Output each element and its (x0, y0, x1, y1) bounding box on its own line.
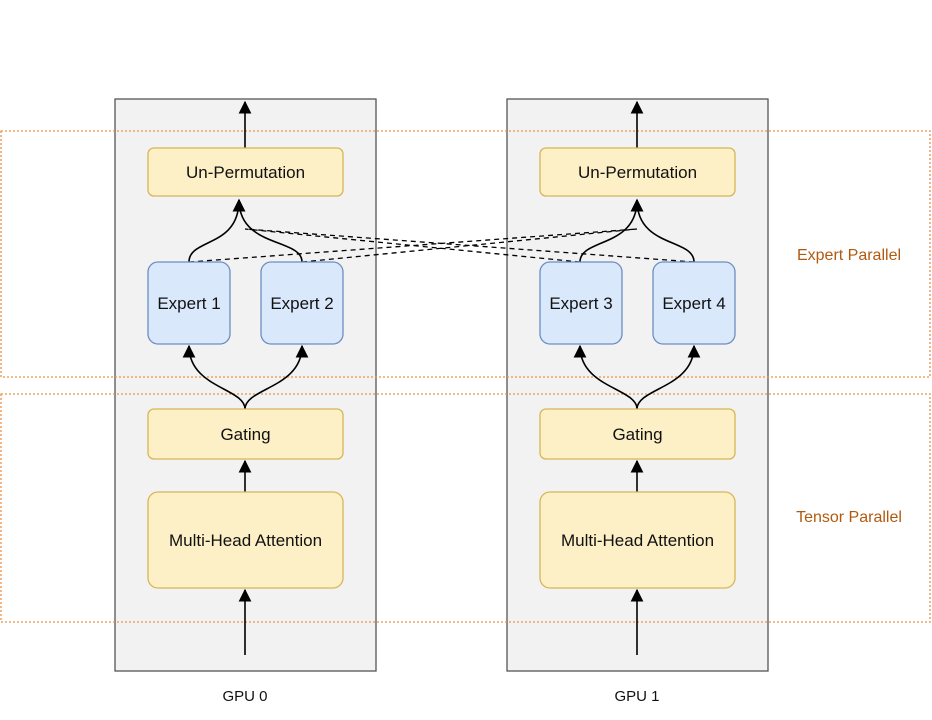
expert-parallel-label: Expert Parallel (797, 247, 901, 264)
gpu-0-attention-label: Multi-Head Attention (169, 531, 322, 550)
gpu-0-gating-to-expert-1-arrow (182, 344, 246, 410)
gpu-1-unpermutation-box: Un-Permutation (539, 147, 736, 197)
gpu-0-gating-box: Gating (147, 408, 344, 460)
gpu-1-gating-label: Gating (612, 425, 662, 444)
gpu-0-expert-1-to-unperm-arrow (188, 198, 246, 263)
cross-expert-1-to-gpu-1-line (188, 228, 638, 263)
cross-expert-3-to-gpu-0-line (244, 228, 581, 263)
gpu-1-unpermutation-label: Un-Permutation (578, 163, 697, 182)
gpu-0-label: GPU 0 (222, 688, 267, 705)
expert-parallel-region (0, 130, 931, 378)
gpu-1-gating-to-expert-3-arrow (573, 344, 638, 410)
gpu-1-expert-4-label: Expert 4 (662, 294, 725, 313)
gpu-1-expert-4-to-unperm-arrow (630, 198, 695, 263)
cross-expert-2-to-gpu-1-line (301, 228, 638, 263)
cross-expert-4-to-gpu-0-line (244, 228, 695, 263)
gpu-1-attention-label: Multi-Head Attention (561, 531, 714, 550)
gpu-0-expert-2-to-unperm-arrow (232, 198, 303, 263)
gpu-0-expert-2-label: Expert 2 (270, 294, 333, 313)
gpu-1-expert-4-box: Expert 4 (652, 261, 736, 345)
gpu-0-attention-box: Multi-Head Attention (147, 491, 344, 589)
gpu-0-gating-to-expert-2-arrow (244, 344, 309, 410)
gpu-0-expert-1-label: Expert 1 (157, 294, 220, 313)
gpu-0-gating-label: Gating (220, 425, 270, 444)
tensor-parallel-label: Tensor Parallel (796, 509, 902, 526)
gpu-1-gating-to-expert-4-arrow (636, 344, 701, 410)
gpu-1-expert-3-to-unperm-arrow (579, 198, 644, 263)
gpu-1-label: GPU 1 (614, 688, 659, 705)
gpu-1-attention-box: Multi-Head Attention (539, 491, 736, 589)
gpu-0-expert-2-box: Expert 2 (260, 261, 344, 345)
gpu-0-expert-1-box: Expert 1 (147, 261, 231, 345)
gpu-1-gating-box: Gating (539, 408, 736, 460)
gpu-0-unpermutation-box: Un-Permutation (147, 147, 344, 197)
gpu-1-expert-3-label: Expert 3 (549, 294, 612, 313)
tensor-parallel-region (0, 393, 931, 623)
gpu-0-unpermutation-label: Un-Permutation (186, 163, 305, 182)
gpu-1-expert-3-box: Expert 3 (539, 261, 623, 345)
